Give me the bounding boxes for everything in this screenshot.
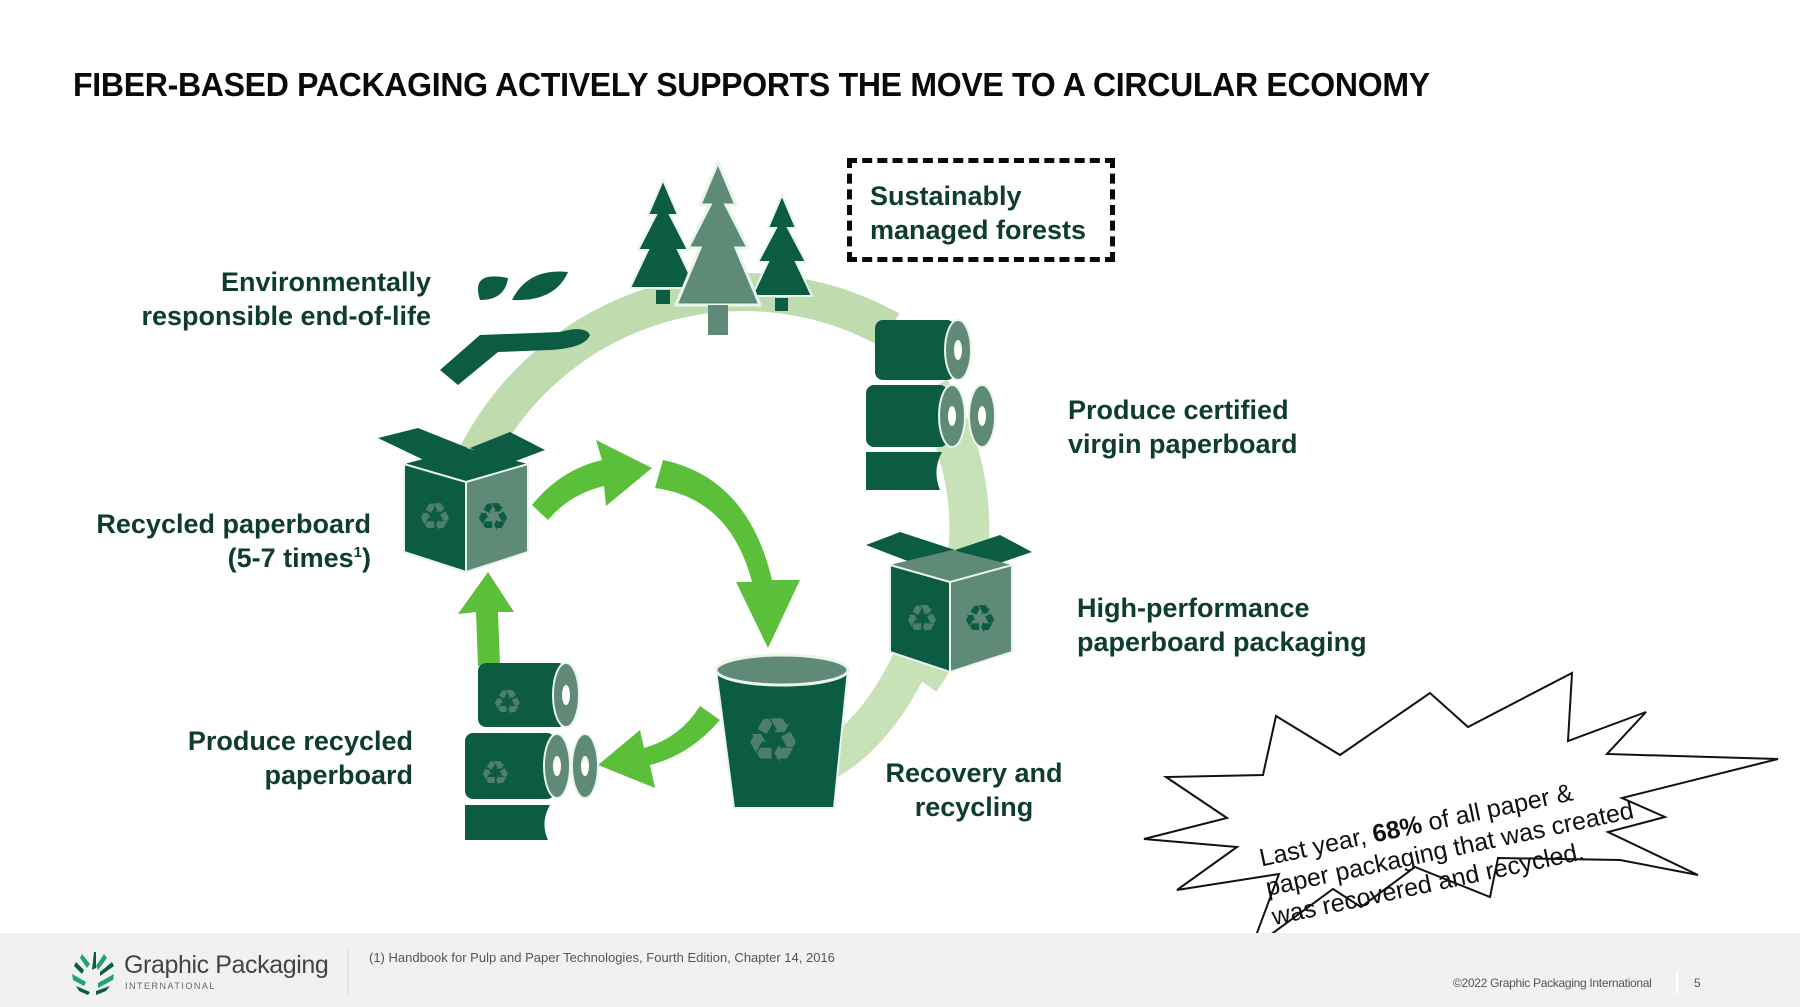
trees-icon (628, 158, 814, 335)
recycle-box-icon: ♻ ♻ (378, 428, 545, 574)
recycle-bin-icon: ♻ (714, 653, 850, 809)
slide-title: FIBER-BASED PACKAGING ACTIVELY SUPPORTS … (73, 66, 1430, 103)
svg-text:♻: ♻ (476, 495, 510, 539)
arrow-rolls-to-box (458, 572, 514, 666)
recycled-rolls-icon: ♻ ♻ (465, 662, 599, 840)
svg-text:♻: ♻ (963, 597, 997, 641)
arrow-bin-to-rolls (598, 706, 720, 788)
page-number: 5 (1694, 976, 1701, 990)
recycle-box-icon: ♻ ♻ (866, 532, 1032, 674)
footer-divider (347, 950, 349, 994)
hand-leaf-icon (440, 271, 590, 385)
outer-cycle-ring (452, 273, 900, 478)
svg-text:♻: ♻ (745, 704, 801, 777)
inner-cycle-arrows (458, 440, 800, 788)
paper-rolls-icon (866, 319, 996, 490)
svg-text:♻: ♻ (480, 754, 510, 794)
copyright: ©2022 Graphic Packaging International (1453, 976, 1652, 990)
stage-label-end-of-life: Environmentally responsible end-of-life (141, 267, 431, 331)
stage-label-recovery: Recovery and recycling (885, 758, 1063, 822)
company-logo-icon (72, 952, 114, 995)
svg-text:♻: ♻ (905, 597, 939, 641)
arrow-box-to-top (532, 440, 652, 520)
arrow-top-to-bin (655, 460, 800, 648)
stage-label-recycled-board: Recycled paperboard (5-7 times1) (96, 509, 371, 573)
starburst-callout-shape (1143, 671, 1779, 952)
stage-label-recycled-produce: Produce recycled paperboard (187, 726, 413, 790)
footnote: (1) Handbook for Pulp and Paper Technolo… (369, 950, 835, 965)
company-logo-subtitle: INTERNATIONAL (125, 981, 216, 991)
footer-divider (1676, 972, 1678, 994)
company-logo-name: Graphic Packaging (124, 951, 329, 979)
stage-label-packaging: High-performance paperboard packaging (1077, 593, 1367, 657)
svg-text:♻: ♻ (492, 683, 522, 723)
footer-bar (0, 933, 1800, 1007)
svg-text:♻: ♻ (418, 495, 452, 539)
highlight-box-forests: Sustainably managed forests (847, 158, 1115, 262)
stage-label-virgin: Produce certified virgin paperboard (1068, 395, 1298, 459)
stage-label-forests: Sustainably managed forests (870, 181, 1087, 245)
